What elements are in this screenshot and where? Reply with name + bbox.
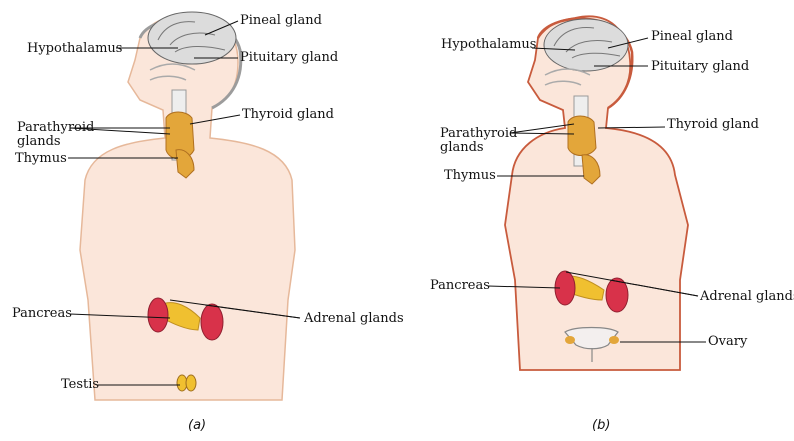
female-body-outline xyxy=(504,15,689,371)
label-b-adrenal-glands: Adrenal glands xyxy=(700,289,794,304)
label-b-ovary: Ovary xyxy=(708,334,748,349)
label-a-hypothalamus: Hypothalamus xyxy=(27,41,123,56)
label-b-thymus: Thymus xyxy=(444,168,496,183)
male-kidney-left xyxy=(147,297,169,333)
male-body-outline xyxy=(79,13,296,401)
female-thymus xyxy=(581,154,601,185)
label-a-pituitary-gland: Pituitary gland xyxy=(240,50,339,65)
male-brain-folds xyxy=(157,21,226,53)
female-kidney-right xyxy=(605,277,629,313)
female-uterus xyxy=(564,326,619,362)
label-a-thymus: Thymus xyxy=(15,151,67,166)
label-b-pituitary-gland: Pituitary gland xyxy=(651,59,750,74)
label-a-pancreas: Pancreas xyxy=(12,306,72,321)
label-a-testis: Testis xyxy=(61,377,100,392)
male-brain xyxy=(147,11,237,65)
label-b-pineal-gland: Pineal gland xyxy=(651,29,733,44)
female-ovary-left xyxy=(565,336,575,344)
caption-b: (b) xyxy=(592,418,611,433)
female-leader-lines xyxy=(487,37,706,343)
label-b-hypothalamus: Hypothalamus xyxy=(441,37,537,52)
male-thymus xyxy=(175,149,195,179)
female-figure xyxy=(487,15,706,371)
label-a-thyroid-gland: Thyroid gland xyxy=(242,107,334,122)
male-leader-lines xyxy=(68,20,301,386)
male-thyroid xyxy=(165,111,195,160)
male-figure xyxy=(68,11,301,401)
label-a-parathyroid-glands: Parathyroid glands xyxy=(17,120,95,149)
male-kidney-right xyxy=(200,303,224,341)
label-a-pineal-gland: Pineal gland xyxy=(240,13,322,28)
label-b-thyroid-gland: Thyroid gland xyxy=(667,117,759,132)
male-nasal xyxy=(149,63,196,81)
label-b-pancreas: Pancreas xyxy=(430,278,490,293)
female-ovary-right xyxy=(609,336,619,344)
male-testis-right xyxy=(185,374,197,392)
caption-a: (a) xyxy=(188,418,207,433)
female-thyroid xyxy=(567,115,597,156)
female-nasal xyxy=(544,68,591,86)
label-b-parathyroid-glands: Parathyroid glands xyxy=(440,126,518,155)
label-a-adrenal-glands: Adrenal glands xyxy=(304,311,404,326)
female-brain xyxy=(543,18,629,72)
